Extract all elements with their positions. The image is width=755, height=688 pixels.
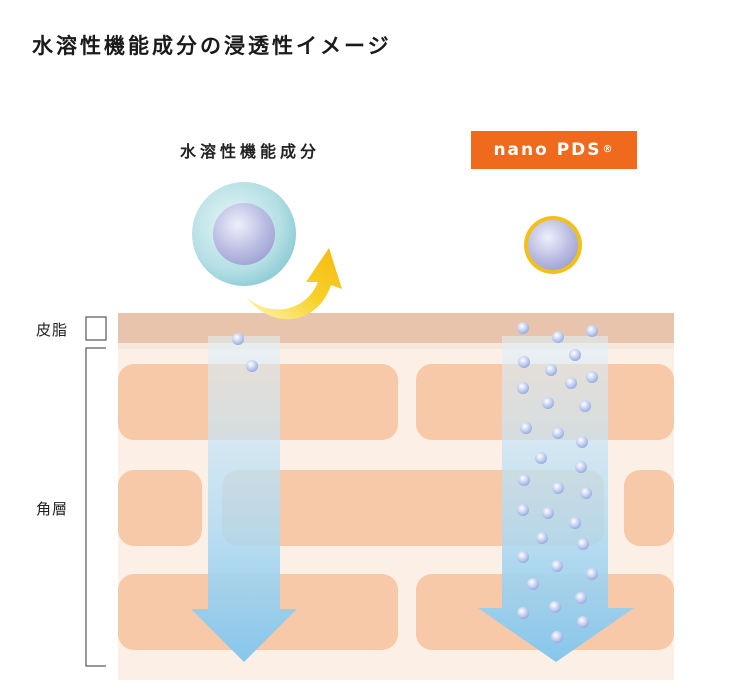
sebum-label: 皮脂 — [36, 321, 69, 339]
nano-pds-label: nano PDS — [493, 140, 602, 160]
bounce-arrow — [246, 248, 342, 320]
nano-pds-sphere — [524, 216, 582, 274]
right-particles — [517, 322, 598, 643]
page-title: 水溶性機能成分の浸透性イメージ — [32, 34, 392, 58]
nano-pds-badge: nano PDS® — [471, 131, 637, 169]
left-particles — [232, 333, 258, 372]
water-soluble-label: 水溶性機能成分 — [179, 142, 320, 161]
left-penetration-arrow — [191, 336, 297, 662]
stratum-corneum-label: 角層 — [36, 500, 69, 518]
stratum-bracket — [85, 347, 106, 667]
registered-mark: ® — [602, 143, 615, 155]
water-soluble-sphere — [192, 182, 296, 286]
skin-cell — [624, 470, 674, 546]
skin-cell — [118, 470, 202, 546]
right-penetration-arrow — [478, 336, 634, 662]
sebum-bracket — [85, 316, 107, 341]
